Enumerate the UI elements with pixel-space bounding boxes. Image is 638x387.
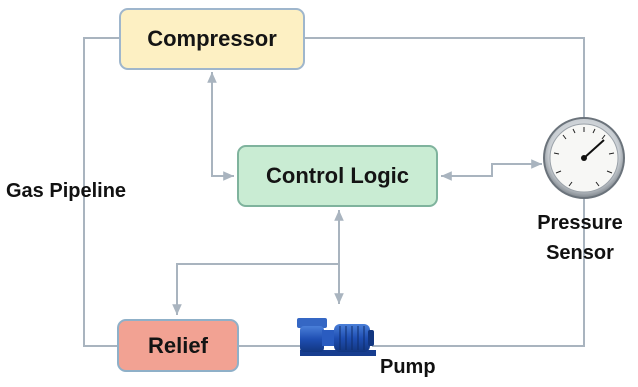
control-connections [172,72,542,315]
pressure-label-line: Pressure [537,212,623,234]
compressor-node: Compressor [119,8,305,70]
pressure-gauge-icon [543,117,625,199]
pipeline-bottom-right [372,190,585,347]
gas-pipeline-label: Gas Pipeline [6,180,127,202]
control-relief-arrow [172,263,339,315]
pipeline-top-right [305,37,585,120]
pump-label: Pump [380,356,436,378]
gas-pipeline-lines [83,37,585,347]
centrifugal-pump-icon [297,318,376,356]
control-sensor-arrow [441,159,542,181]
control-logic-node: Control Logic [237,145,438,207]
compressor-control-arrow [207,72,234,181]
sensor-label-line: Sensor [546,242,614,264]
relief-node: Relief [117,319,239,372]
pressure-sensor-label: Pressure Sensor [520,208,638,268]
pipeline-left [83,37,119,347]
